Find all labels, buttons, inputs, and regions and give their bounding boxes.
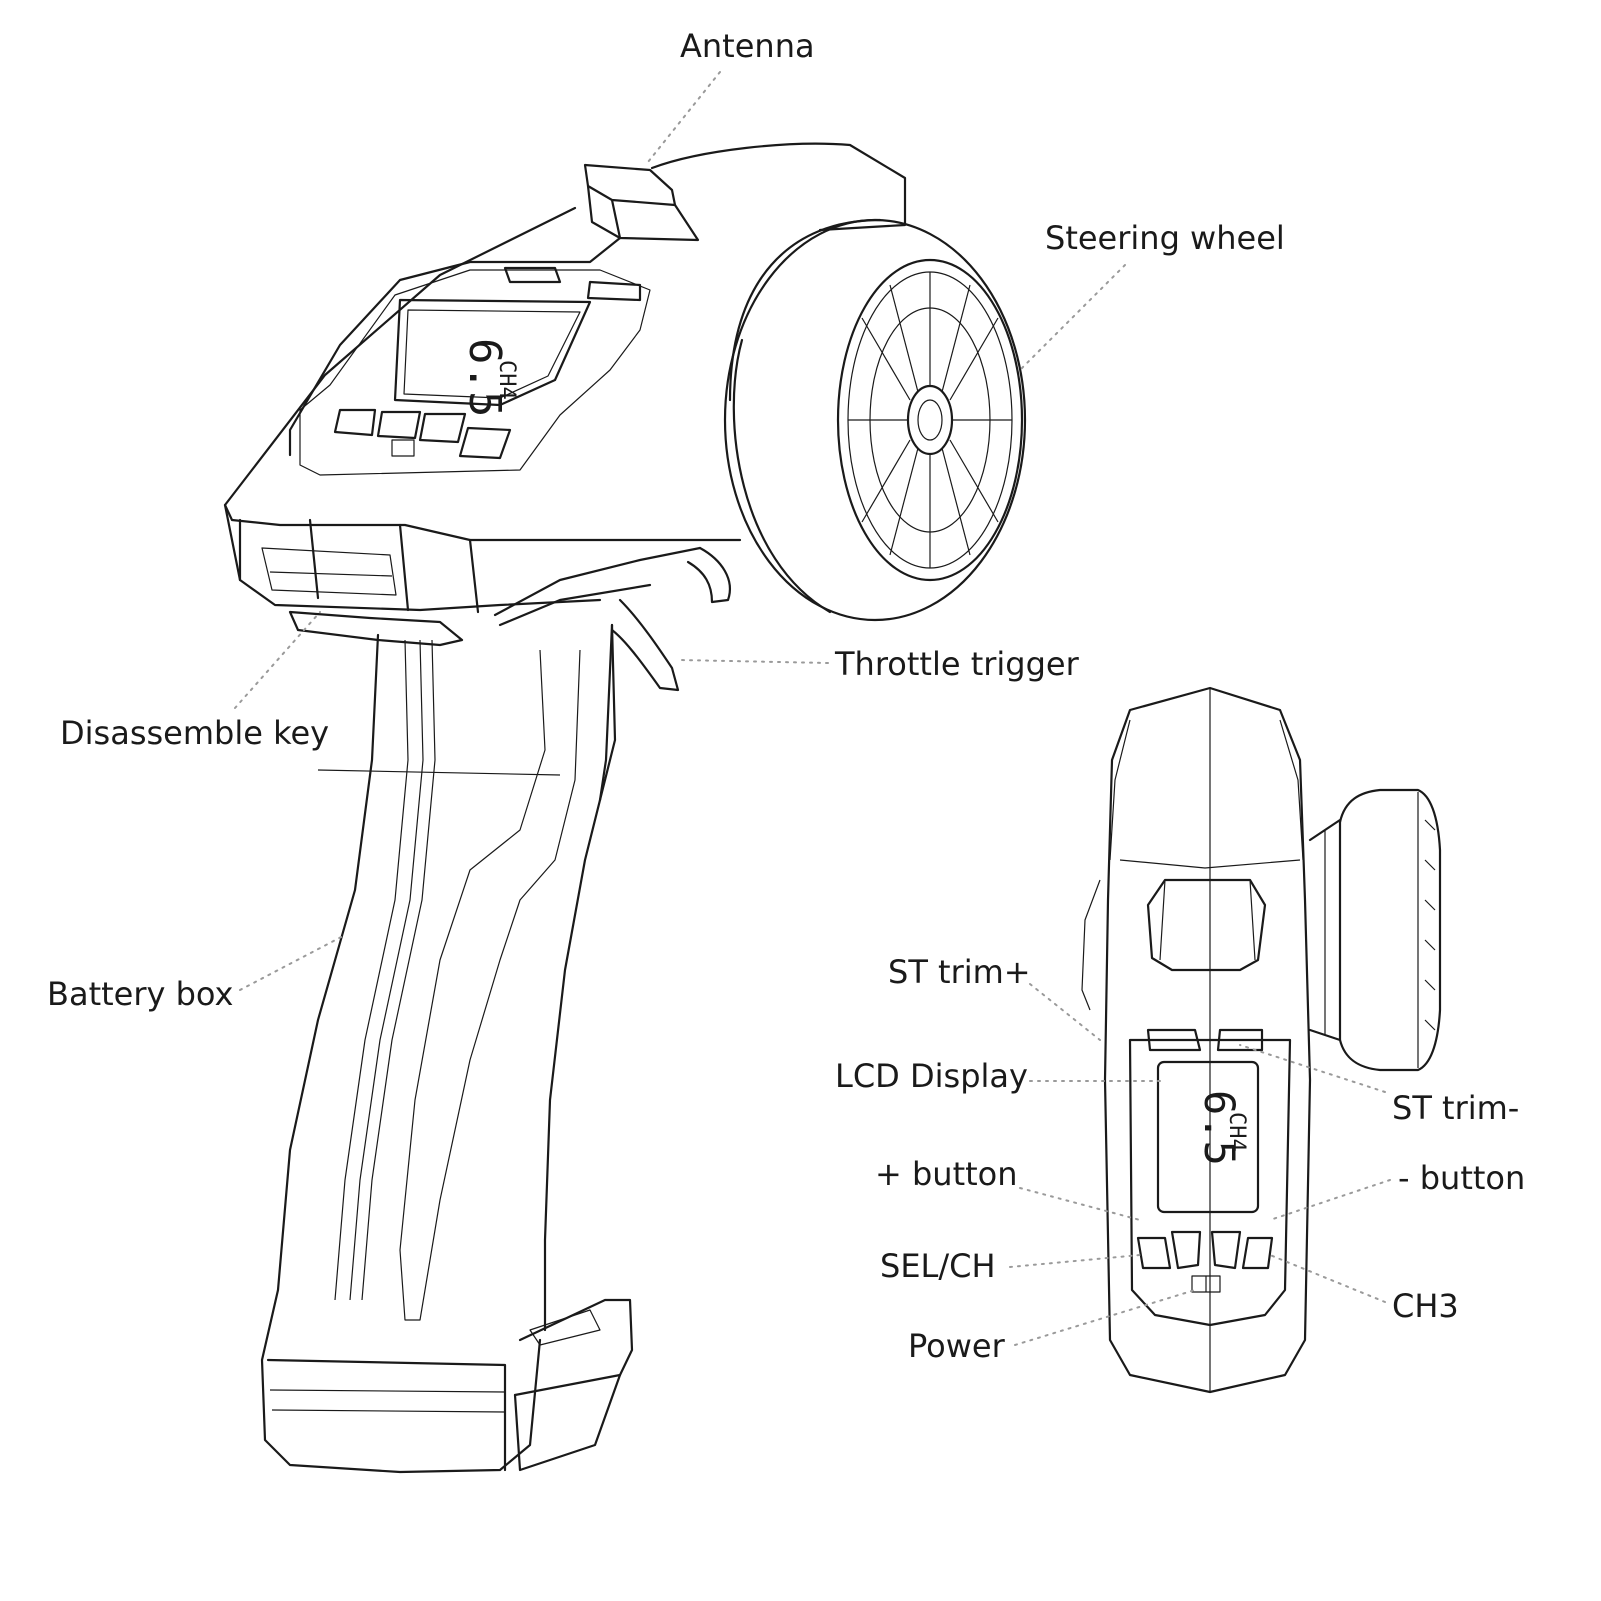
lcd-display-side: 6.5 CH4 xyxy=(393,298,592,417)
throttle-trigger xyxy=(610,546,731,692)
body-head xyxy=(223,142,907,627)
label-steering-wheel: Steering wheel xyxy=(1045,219,1285,257)
label-st-trim-minus: ST trim- xyxy=(1392,1089,1520,1127)
lcd-display-front: 6.5 CH4 xyxy=(1156,1060,1260,1214)
leader-lines xyxy=(234,71,1391,1346)
label-battery-box: Battery box xyxy=(47,975,234,1013)
label-sel-ch: SEL/CH xyxy=(880,1247,996,1285)
antenna xyxy=(583,163,700,242)
steering-wheel xyxy=(723,218,1027,622)
front-bottom-buttons xyxy=(1136,1230,1274,1293)
lcd-front-value: 6.5 xyxy=(1195,1090,1244,1166)
label-power: Power xyxy=(908,1327,1005,1365)
front-trim-buttons xyxy=(1146,1028,1264,1052)
top-buttons xyxy=(333,266,642,460)
transmitter-front-view: 6.5 CH4 xyxy=(1081,686,1442,1394)
label-st-trim-plus: ST trim+ xyxy=(888,953,1031,991)
disassemble-key xyxy=(288,610,464,647)
label-plus-button: + button xyxy=(875,1155,1018,1193)
handle-grip xyxy=(260,623,634,1474)
transmitter-perspective-view: 6.5 CH4 xyxy=(223,142,1027,1474)
lcd-side-value: 6.5 xyxy=(459,338,510,417)
label-disassemble-key: Disassemble key xyxy=(60,714,330,752)
label-minus-button: - button xyxy=(1398,1159,1526,1197)
label-throttle-trigger: Throttle trigger xyxy=(835,645,1079,683)
lcd-front-channel: CH4 xyxy=(1224,1112,1249,1152)
label-lcd-display: LCD Display xyxy=(835,1057,1028,1095)
steering-wheel-front xyxy=(1308,788,1442,1072)
label-antenna: Antenna xyxy=(680,27,815,65)
lcd-side-channel: CH4 xyxy=(494,360,519,400)
label-ch3: CH3 xyxy=(1392,1287,1459,1325)
antenna-front xyxy=(1146,878,1267,972)
